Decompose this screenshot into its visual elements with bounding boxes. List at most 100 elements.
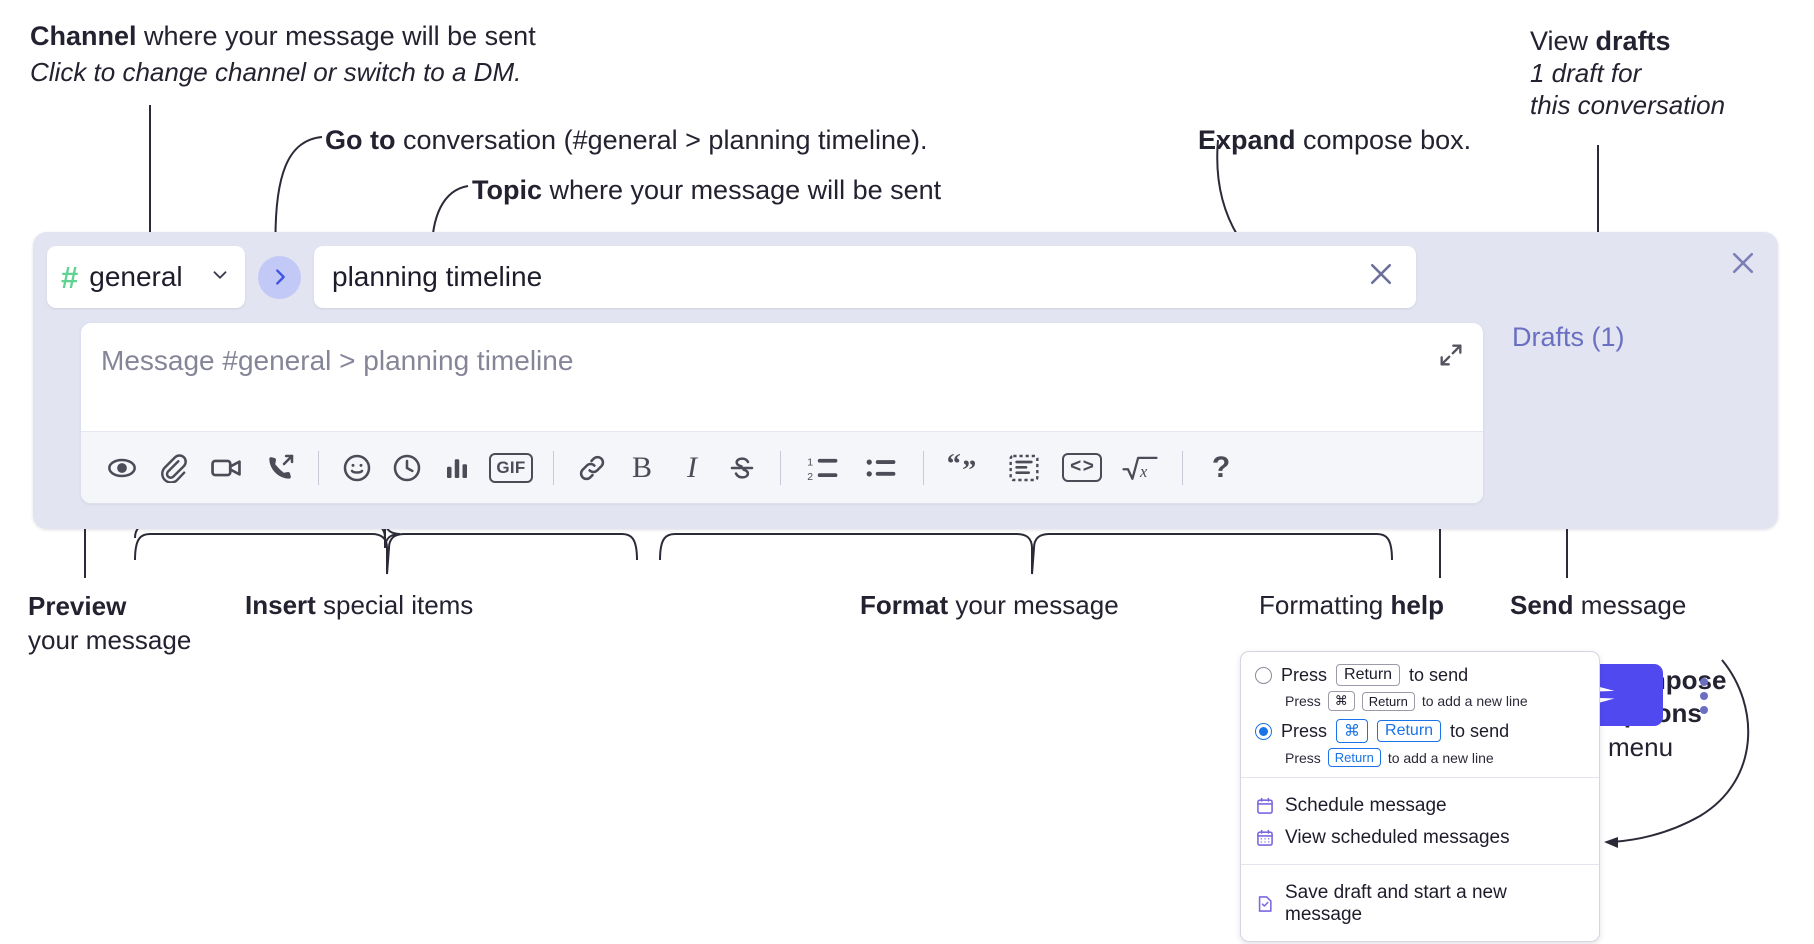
annotation-expand: Expand compose box. [1198,124,1471,157]
svg-text:2: 2 [807,471,813,482]
gif-icon[interactable]: GIF [482,443,540,493]
annotation-topic: Topic where your message will be sent [472,174,941,207]
annotation-goto: Go to conversation (#general > planning … [325,124,928,157]
send-option-cmd-return[interactable]: Press ⌘ Return to send [1255,719,1585,743]
calendar-grid-icon [1257,829,1273,846]
italic-icon[interactable]: I [687,450,697,484]
bold-icon[interactable]: B [631,450,652,484]
option1-post: to send [1409,664,1469,685]
annotation-drafts-pre: View [1530,26,1596,56]
svg-text:“: “ [948,453,961,480]
link-icon[interactable] [567,443,617,493]
attachment-paperclip-icon[interactable] [147,443,197,493]
preview-icon[interactable] [97,443,147,493]
drafts-link[interactable]: Drafts (1) [1512,322,1625,352]
annotation-send-rest: message [1573,590,1687,620]
bar-chart-icon[interactable] [432,443,482,493]
kbd-return: Return [1361,691,1415,711]
menu-item-schedule-message[interactable]: Schedule message [1255,790,1585,822]
compose-panel: # general planning timeline Message #gen… [33,232,1778,726]
option2-sub-pre: Press [1285,749,1321,766]
channel-name-label: general [89,261,183,292]
option1-sub-post: to add a new line [1421,693,1528,709]
annotation-help-pre: Formatting [1259,590,1391,620]
chevron-right-icon [275,269,285,285]
svg-text:”: ” [962,455,976,482]
annotation-drafts-sub1: 1 draft for [1530,57,1642,88]
kbd-command: ⌘ [1327,691,1355,711]
message-placeholder: Message #general > planning timeline [101,345,574,376]
phone-arrow-icon[interactable] [255,443,305,493]
help-question-icon[interactable]: ? [1211,450,1231,484]
option1-pre: Press [1281,664,1328,685]
code-block-icon[interactable] [995,443,1053,493]
toolbar-divider [1182,450,1183,485]
annotation-goto-rest: conversation (#general > planning timeli… [395,125,928,155]
inline-code-icon[interactable]: < > [1053,443,1111,493]
video-camera-icon[interactable] [197,443,255,493]
menu-item-save-draft[interactable]: Save draft and start a new message [1255,877,1585,931]
menu-item-view-scheduled[interactable]: View scheduled messages [1255,822,1585,854]
annotation-drafts: View drafts 1 draft for this conversatio… [1530,25,1725,121]
annotation-help-bold: help [1390,590,1444,620]
svg-text:x: x [1139,461,1148,480]
math-sqrt-icon[interactable]: x [1111,443,1169,493]
menu-item-label: View scheduled messages [1285,827,1510,848]
annotation-send-bold: Send [1510,590,1574,620]
radio-unselected-icon [1255,666,1272,684]
annotation-channel: Channel where your message will be sent … [30,20,536,89]
document-check-icon [1258,896,1272,912]
send-shortcut-options: Press Return to send Press ⌘ Return to a… [1241,652,1599,777]
annotation-channel-sub: Click to change channel or switch to a D… [30,56,522,87]
kbd-command: ⌘ [1336,719,1369,743]
emoji-smiley-icon[interactable] [332,443,382,493]
close-icon[interactable] [1726,246,1760,280]
blockquote-icon[interactable]: “ ” [937,443,995,493]
option2-pre: Press [1281,720,1328,741]
expand-compose-button[interactable] [1433,337,1469,373]
send-option-return[interactable]: Press Return to send [1255,664,1585,686]
annotation-insert-rest: special items [315,590,474,620]
annotation-format: Format your message [860,590,1119,622]
annotation-format-rest: your message [948,590,1119,620]
vertical-dots-icon [1700,692,1708,700]
annotation-channel-rest: where your message will be sent [136,21,536,51]
toolbar-divider [318,450,319,485]
clock-icon[interactable] [382,443,432,493]
vertical-dots-icon [1700,678,1708,686]
toolbar-divider [923,450,924,485]
annotation-expand-bold: Expand [1198,125,1296,155]
annotation-format-bold: Format [860,590,949,620]
message-input-box[interactable]: Message #general > planning timeline [80,322,1484,504]
compose-options-button[interactable] [1688,672,1720,720]
annotation-preview-bold: Preview [28,591,127,621]
annotation-channel-bold: Channel [30,21,137,51]
formatting-toolbar: GIF B I 1 2 [81,431,1483,503]
option2-post: to send [1450,720,1510,741]
topic-input[interactable]: planning timeline [314,246,1416,308]
calendar-icon [1257,797,1273,814]
channel-selector[interactable]: # general [47,246,245,308]
option1-sub-pre: Press [1285,693,1321,709]
draft-section: Save draft and start a new message [1241,864,1599,941]
annotation-drafts-sub2: this conversation [1530,89,1726,120]
goto-conversation-button[interactable] [258,255,301,299]
kbd-return: Return [1327,748,1381,767]
topic-clear-icon[interactable] [1360,259,1402,295]
ordered-list-icon[interactable]: 1 2 [794,443,852,493]
send-option-return-hint: Press ⌘ Return to add a new line [1285,691,1585,711]
annotation-drafts-bold: drafts [1595,26,1671,56]
annotation-compose-rest: menu [1608,731,1674,762]
schedule-section: Schedule message View scheduled messages [1241,777,1599,864]
annotation-send: Send message [1510,590,1686,622]
send-option-cmd-return-hint: Press Return to add a new line [1285,748,1585,767]
annotation-insert-bold: Insert [245,590,316,620]
annotation-formatting-help: Formatting help [1259,590,1444,622]
option2-sub-post: to add a new line [1387,749,1494,766]
kbd-return: Return [1336,664,1401,686]
annotation-topic-rest: where your message will be sent [542,175,942,205]
toolbar-divider [553,450,554,485]
strikethrough-icon[interactable] [717,443,767,493]
compose-header-row: # general planning timeline [47,246,1416,308]
bulleted-list-icon[interactable] [852,443,910,493]
